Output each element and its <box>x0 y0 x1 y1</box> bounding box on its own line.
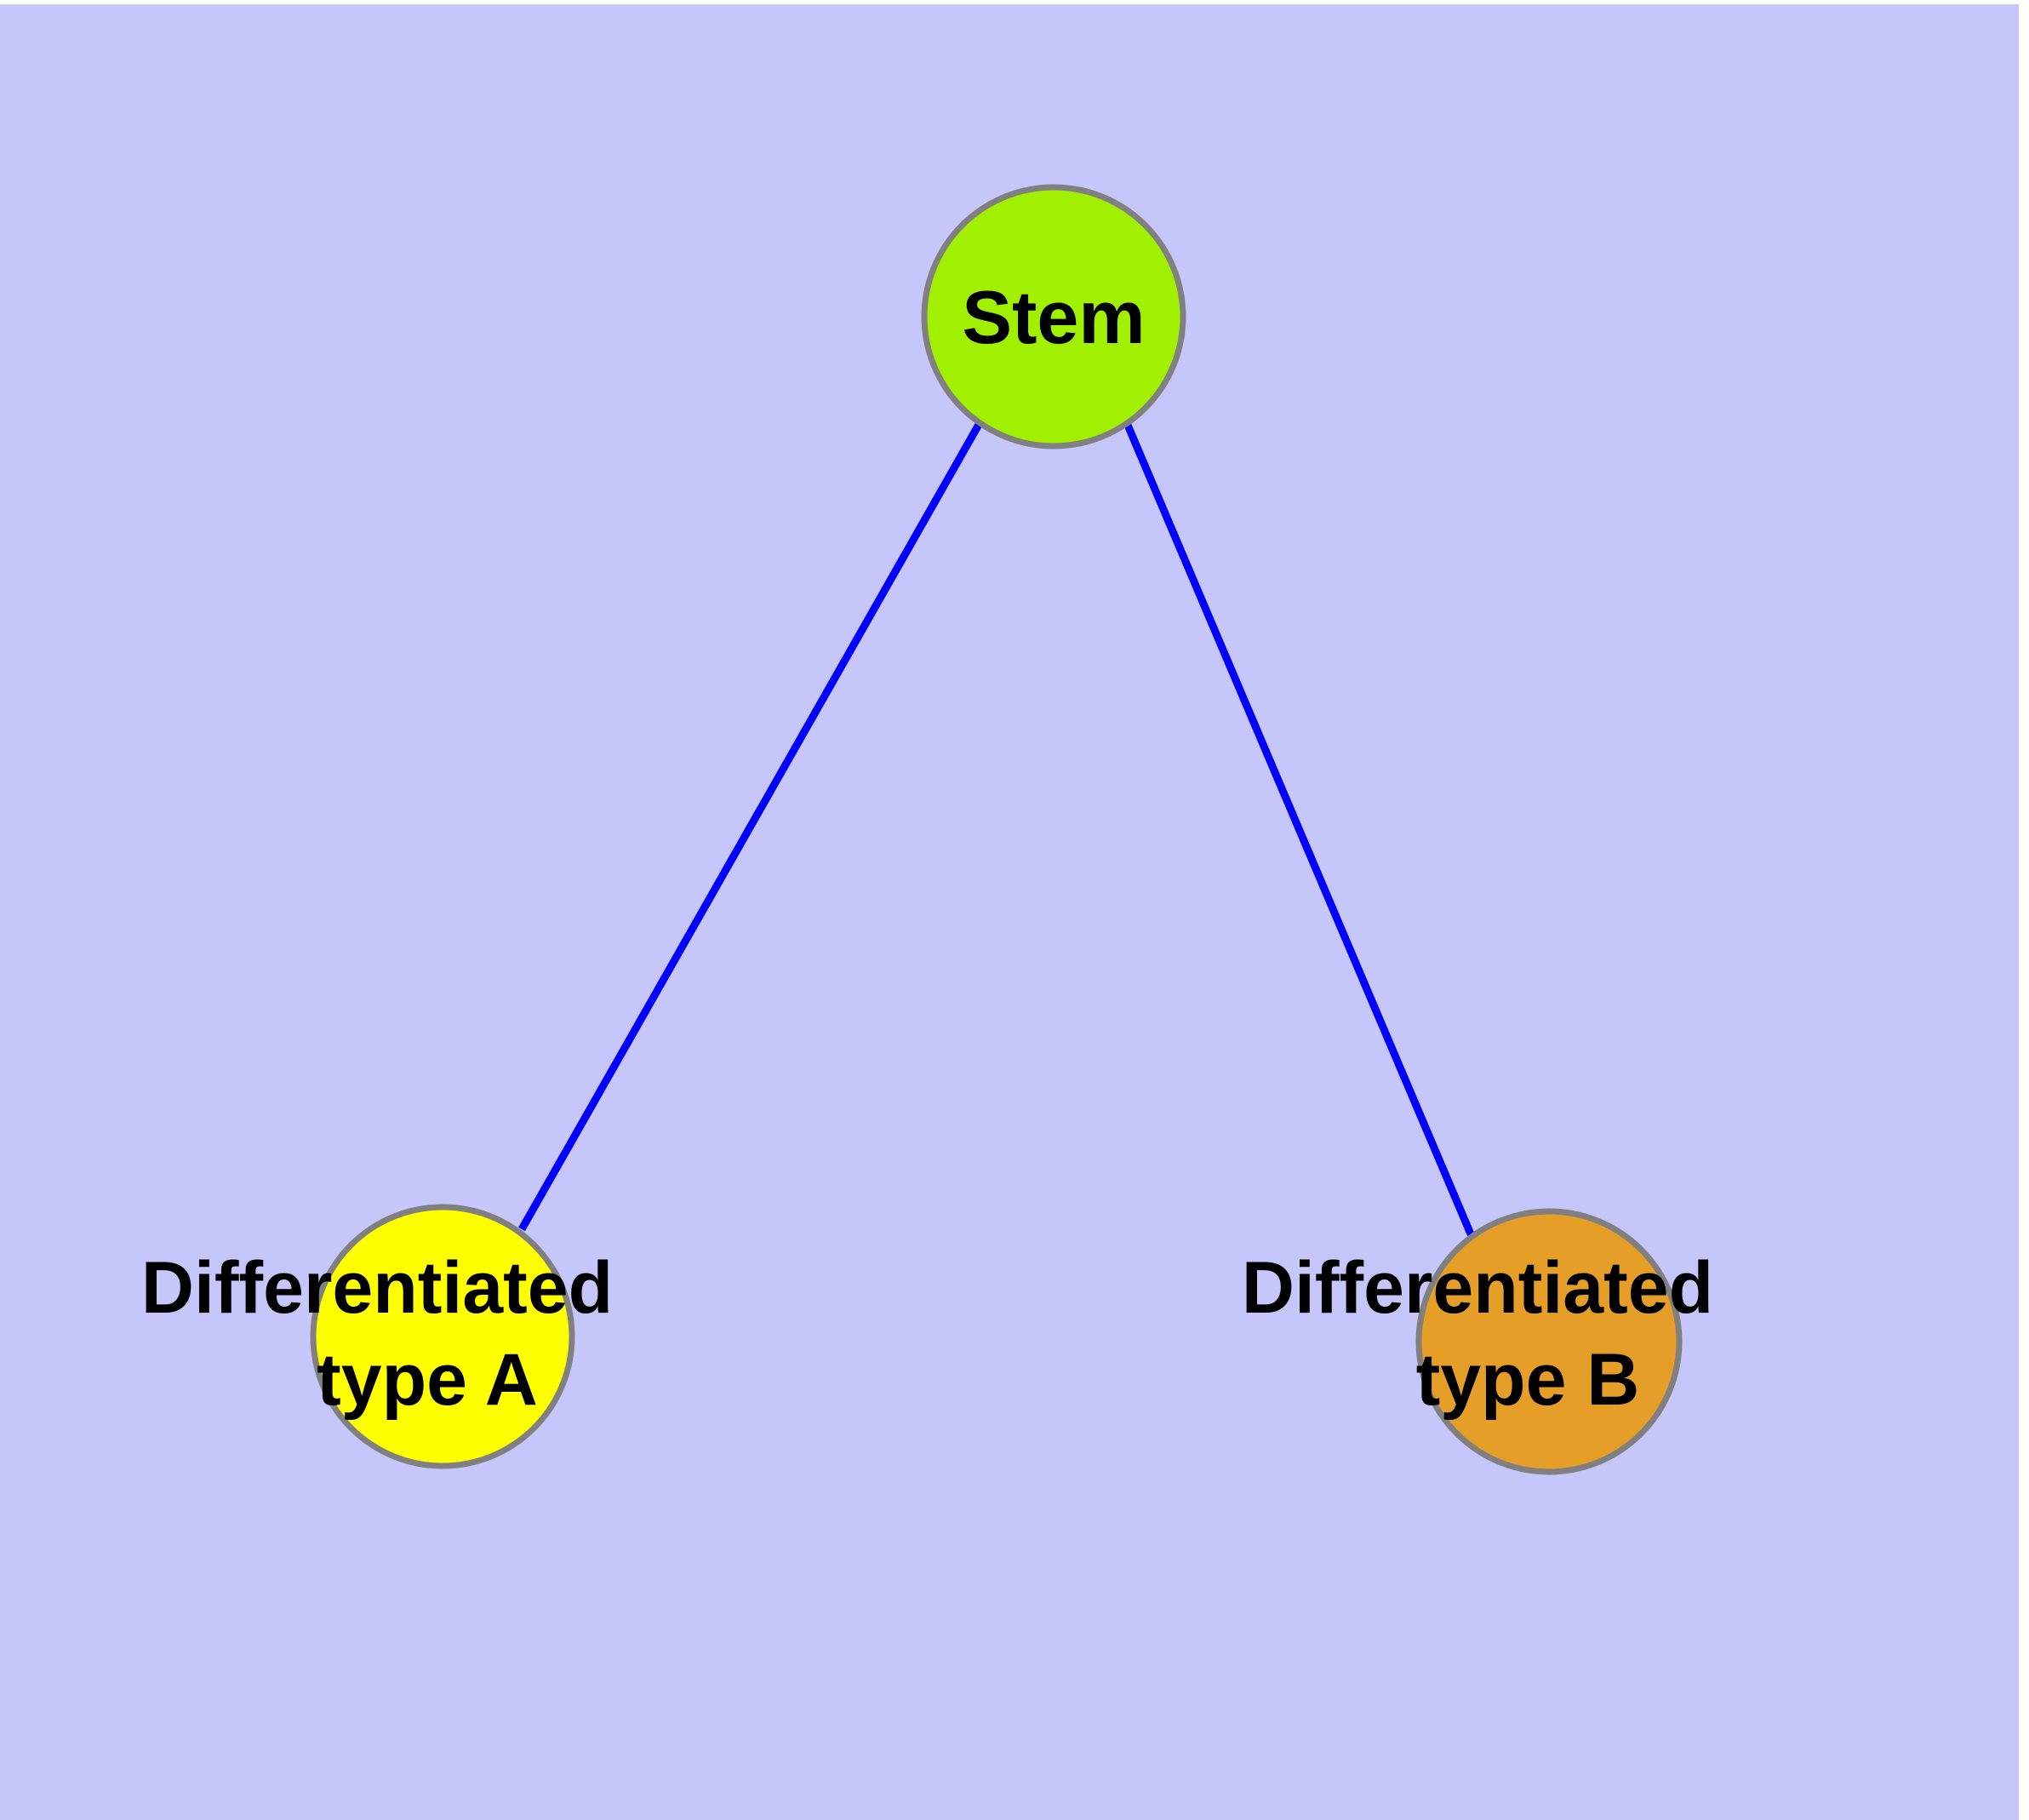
node-differentiated-type-b[interactable]: Differentiated type B <box>1242 1208 1713 1475</box>
node-differentiated-type-b-label-line1: Differentiated <box>1242 1247 1713 1329</box>
node-stem[interactable]: Stem <box>921 184 1186 449</box>
node-stem-label: Stem <box>962 275 1145 359</box>
node-differentiated-type-a-label-line1: Differentiated <box>141 1247 613 1329</box>
node-differentiated-type-b-circle[interactable] <box>1415 1208 1683 1475</box>
edge-layer <box>518 421 1476 1238</box>
node-differentiated-type-b-label-line2: type B <box>1416 1339 1640 1421</box>
edge-stem-to-differentiated-type-a[interactable] <box>518 421 983 1232</box>
node-differentiated-type-a-circle[interactable] <box>310 1204 575 1469</box>
node-stem-circle[interactable] <box>921 184 1186 449</box>
node-differentiated-type-a-label-line2: type A <box>317 1339 538 1421</box>
node-differentiated-type-a[interactable]: Differentiated type A <box>141 1204 613 1469</box>
edge-stem-to-differentiated-type-b[interactable] <box>1123 421 1476 1238</box>
node-layer: Stem Differentiated type A Differentiate… <box>141 184 1713 1475</box>
